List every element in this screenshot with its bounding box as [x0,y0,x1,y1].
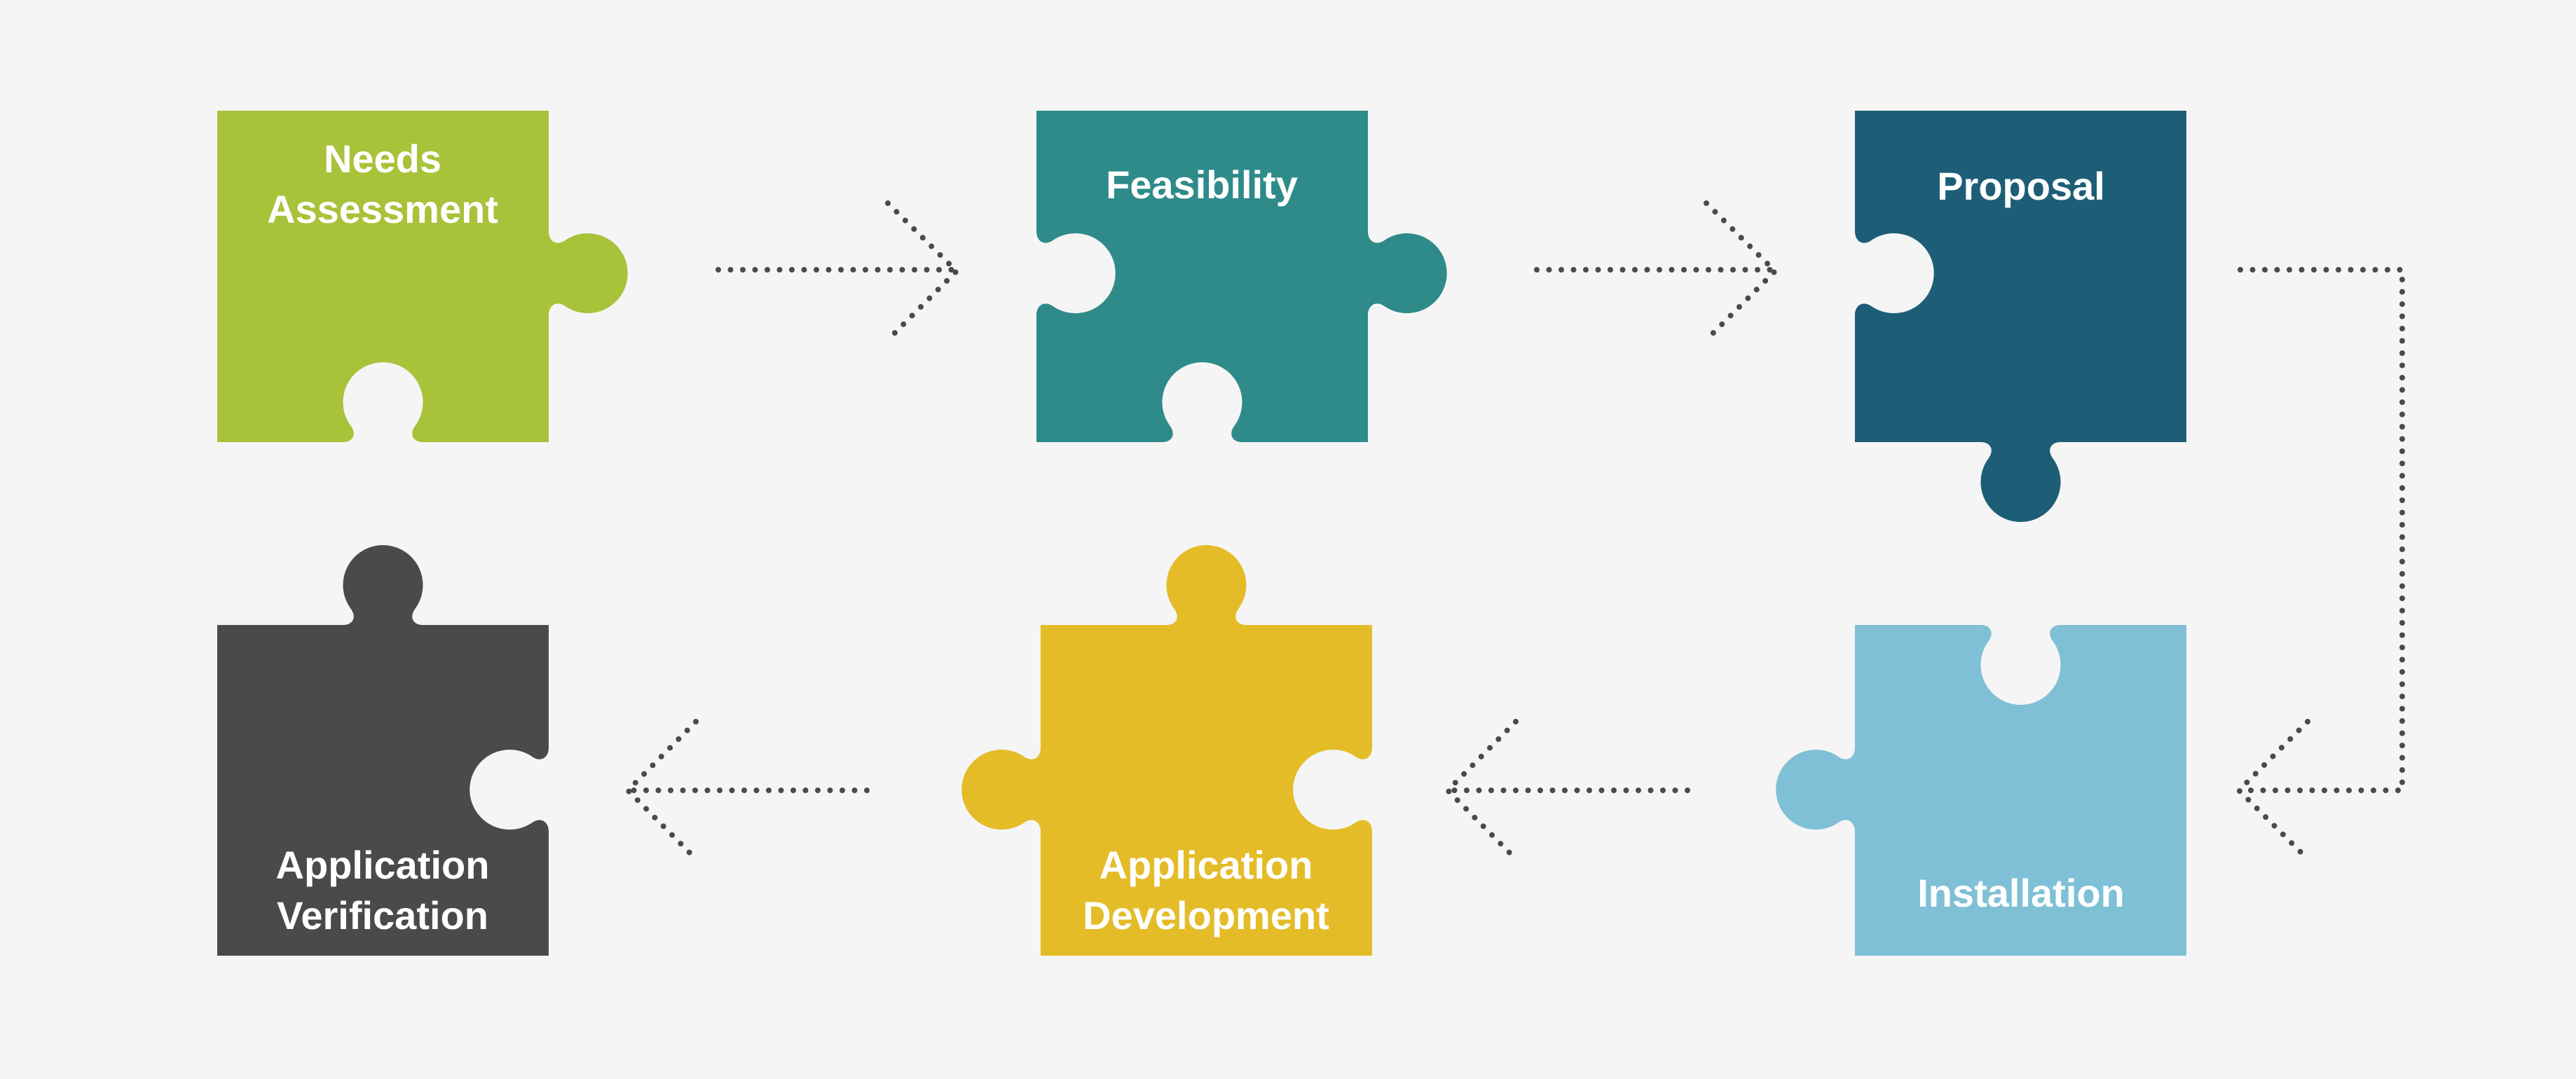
piece-application-development-label-1: Application [1099,843,1313,887]
piece-proposal: Proposal [1855,111,2186,522]
arrow-installation-to-development [1444,719,1690,862]
piece-feasibility-label: Feasibility [1106,163,1298,207]
piece-proposal-shape [1855,111,2186,522]
arrow-needs-to-feasibility [715,200,961,343]
piece-needs-assessment-label-2: Assessment [267,187,498,231]
piece-proposal-label: Proposal [1937,164,2105,208]
piece-application-development: Application Development [961,545,1372,956]
piece-application-verification-label-2: Verification [277,893,488,937]
arrow-development-to-verification [624,719,870,862]
arrow-feasibility-to-proposal [1534,200,1779,343]
piece-application-verification: Application Verification [217,545,549,956]
piece-feasibility-shape [1036,111,1447,442]
piece-application-verification-label-1: Application [276,843,490,887]
piece-installation-shape [1776,625,2186,956]
piece-feasibility: Feasibility [1036,111,1447,442]
piece-needs-assessment-label-1: Needs [324,137,441,181]
piece-application-development-shape [961,545,1372,956]
piece-installation: Installation [1776,625,2186,956]
piece-needs-assessment-shape [217,111,628,442]
piece-installation-label: Installation [1917,871,2125,915]
piece-application-verification-shape [217,545,549,956]
piece-application-development-label-2: Development [1083,893,1329,937]
arrow-proposal-to-installation [2235,267,2405,862]
piece-needs-assessment: Needs Assessment [217,111,628,442]
